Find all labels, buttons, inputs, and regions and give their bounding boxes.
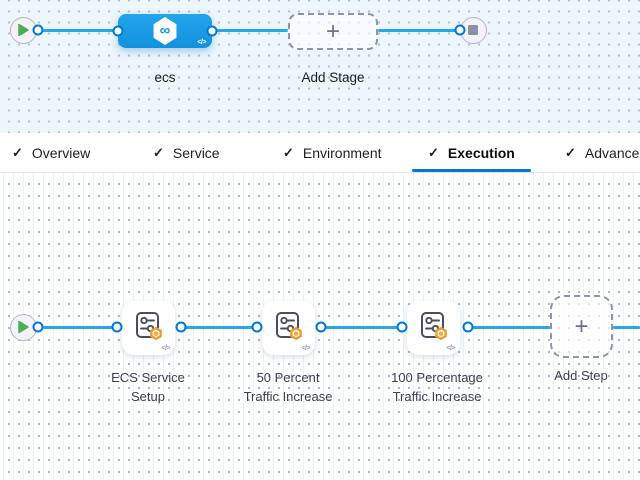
step-name-label: 50 Percent Traffic Increase: [243, 370, 333, 404]
play-icon: [17, 24, 29, 36]
tab-advanced[interactable]: ✓ Advanced: [565, 144, 640, 161]
connector-line: [378, 28, 458, 32]
execution-start-node[interactable]: [9, 313, 37, 341]
stage-node-ecs[interactable]: ∞ </>: [118, 14, 212, 48]
connector-port: [112, 25, 124, 37]
stage-name-label: ecs: [154, 70, 176, 85]
check-icon: ✓: [12, 144, 23, 160]
connector-line: [468, 325, 550, 329]
step-card-100-percentage[interactable]: </>: [407, 301, 460, 355]
step-name-label: ECS Service Setup: [111, 370, 185, 404]
add-stage-label: Add Stage: [301, 70, 365, 85]
connector-line: [43, 325, 118, 329]
code-view-icon[interactable]: </>: [161, 345, 170, 352]
connector-port: [32, 321, 44, 333]
connector-port: [32, 24, 44, 36]
connector-line: [181, 325, 257, 329]
step-card-50-percent[interactable]: </>: [262, 301, 315, 355]
step-card-ecs-service-setup[interactable]: </>: [122, 301, 175, 355]
plus-icon: +: [325, 17, 340, 45]
add-step-label: Add Step: [554, 368, 608, 383]
play-icon: [17, 321, 29, 333]
tab-execution[interactable]: ✓ Execution: [428, 144, 515, 161]
connector-port: [206, 25, 218, 37]
plus-icon: +: [574, 312, 589, 340]
code-view-icon[interactable]: </>: [446, 345, 455, 352]
connector-port: [462, 321, 474, 333]
code-view-icon[interactable]: </>: [197, 39, 206, 46]
traffic-shift-step-icon: [421, 312, 447, 341]
connector-line: [43, 28, 118, 32]
check-icon: ✓: [153, 144, 164, 160]
connector-port: [111, 321, 123, 333]
check-icon: ✓: [565, 144, 576, 160]
stop-icon: [468, 25, 478, 35]
connector-port: [175, 321, 187, 333]
code-view-icon[interactable]: </>: [301, 345, 310, 352]
stage-config-tabs: ✓ Overview ✓ Service ✓ Environment ✓ Exe…: [0, 133, 640, 173]
add-stage-button[interactable]: +: [288, 13, 378, 50]
tab-service[interactable]: ✓ Service: [153, 144, 220, 161]
connector-port: [315, 321, 327, 333]
traffic-shift-step-icon: [276, 312, 302, 341]
connector-port: [454, 24, 466, 36]
connector-port: [396, 321, 408, 333]
connector-port: [251, 321, 263, 333]
tab-overview[interactable]: ✓ Overview: [12, 144, 91, 161]
check-icon: ✓: [428, 144, 439, 160]
deploy-stage-icon: ∞: [153, 17, 177, 45]
ecs-step-icon: [136, 312, 162, 341]
connector-line: [613, 325, 640, 329]
active-tab-indicator: [412, 169, 531, 172]
connector-line: [321, 325, 402, 329]
add-step-button[interactable]: +: [550, 295, 613, 358]
pipeline-start-node[interactable]: [9, 16, 37, 44]
stage-canvas[interactable]: ∞ </> + ecs Add Stage: [0, 0, 640, 134]
check-icon: ✓: [283, 144, 294, 160]
step-name-label: 100 Percentage Traffic Increase: [391, 370, 483, 404]
connector-line: [212, 28, 288, 32]
tab-environment[interactable]: ✓ Environment: [283, 144, 382, 161]
